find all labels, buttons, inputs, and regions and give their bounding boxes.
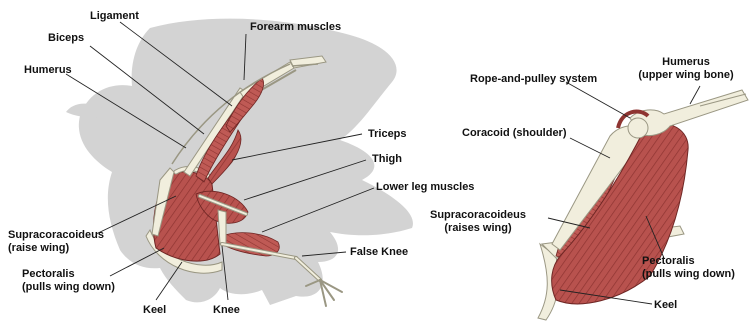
label-pectoralis-left-line1: Pectoralis (22, 268, 115, 281)
label-humerus-right-line2: (upper wing bone) (624, 69, 748, 82)
label-knee: Knee (213, 304, 240, 317)
label-triceps: Triceps (368, 128, 407, 141)
bird-silhouette (79, 19, 413, 305)
label-coracoid: Coracoid (shoulder) (462, 127, 567, 140)
label-supracoracoideus-right-line1: Supracoracoideus (416, 209, 540, 222)
label-keel-left: Keel (143, 304, 166, 317)
label-supracoracoideus-left-line1: Supracoracoideus (8, 229, 104, 242)
label-thigh: Thigh (372, 153, 402, 166)
label-humerus: Humerus (24, 64, 72, 77)
label-ligament: Ligament (90, 10, 139, 23)
label-pectoralis-right: Pectoralis (pulls wing down) (642, 255, 735, 281)
label-lower-leg-muscles: Lower leg muscles (376, 181, 474, 194)
label-rope-pulley: Rope-and-pulley system (470, 73, 597, 86)
label-biceps: Biceps (48, 32, 84, 45)
label-pectoralis-right-line1: Pectoralis (642, 255, 735, 268)
label-pectoralis-right-line2: (pulls wing down) (642, 268, 735, 281)
label-supracoracoideus-left-line2: (raise wing) (8, 242, 104, 255)
label-pectoralis-left-line2: (pulls wing down) (22, 281, 115, 294)
label-humerus-right-line1: Humerus (624, 56, 748, 69)
label-pectoralis-left: Pectoralis (pulls wing down) (22, 268, 115, 294)
label-forearm-muscles: Forearm muscles (250, 21, 341, 34)
label-supracoracoideus-right-line2: (raises wing) (416, 222, 540, 235)
label-humerus-right: Humerus (upper wing bone) (624, 56, 748, 82)
label-supracoracoideus-right: Supracoracoideus (raises wing) (416, 209, 540, 235)
label-supracoracoideus-left: Supracoracoideus (raise wing) (8, 229, 104, 255)
label-false-knee: False Knee (350, 246, 408, 259)
label-keel-right: Keel (654, 299, 677, 312)
